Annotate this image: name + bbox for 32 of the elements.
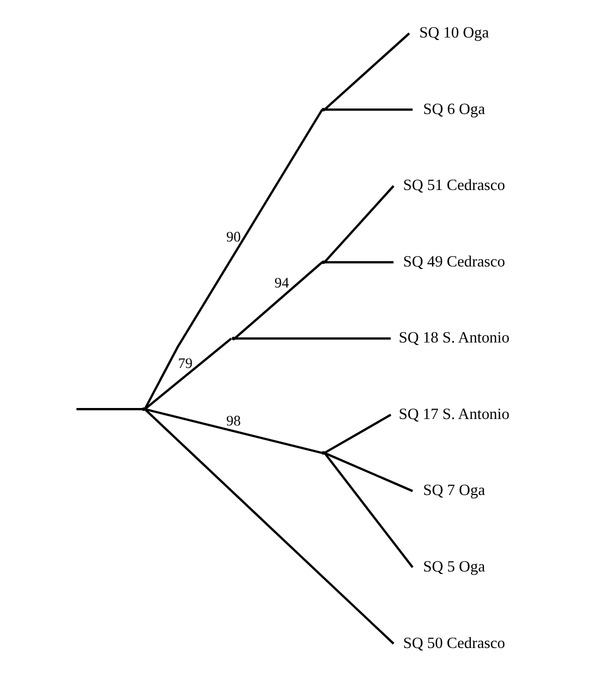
connector: [324, 108, 413, 111]
edge-label: 98: [226, 413, 241, 430]
node-text: SQ 51 Cedrasco: [403, 177, 506, 194]
connector: [144, 109, 324, 410]
node-text: SQ 10 Oga: [419, 24, 489, 42]
node-point: [322, 108, 326, 112]
node-text: SQ 18 S. Antonio: [398, 330, 510, 347]
connector: [324, 414, 392, 454]
node-text: SQ 49 Cedrasco: [403, 253, 506, 270]
node-text: SQ 7 Oga: [423, 482, 486, 500]
edge-label: 79: [178, 356, 193, 372]
node-point: [232, 336, 236, 340]
connector: [144, 408, 322, 454]
connector: [324, 452, 414, 568]
connector: [324, 261, 394, 264]
connector: [324, 452, 414, 492]
node-text: SQ 6 Oga: [423, 100, 486, 118]
node-text: SQ 50 Cedrasco: [403, 634, 506, 652]
connector: [144, 408, 394, 644]
node-point: [142, 407, 146, 411]
connector: [324, 32, 410, 110]
connector: [234, 337, 391, 340]
node-point: [322, 260, 326, 264]
connector: [76, 408, 142, 410]
connector: [144, 338, 232, 410]
edge-label: 94: [274, 275, 290, 292]
node-text: SQ 5 Oga: [423, 558, 486, 576]
connector: [324, 185, 394, 263]
connector: [234, 261, 323, 340]
edge-label: 90: [226, 229, 241, 246]
node-text: SQ 17 S. Antonio: [398, 406, 510, 423]
node-point: [322, 451, 326, 455]
